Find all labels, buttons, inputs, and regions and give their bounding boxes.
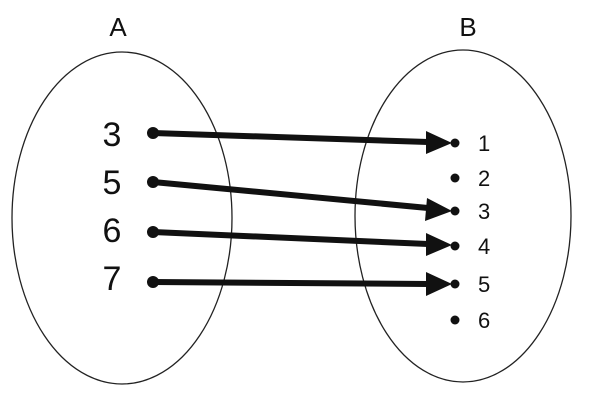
mapping-arrow	[152, 179, 452, 221]
set-b-dot	[450, 241, 460, 251]
mapping-arrow	[152, 272, 452, 296]
set-a-oval	[11, 51, 233, 385]
arrow-shaft	[152, 279, 429, 287]
mapping-arrow	[152, 130, 452, 154]
set-a-label: A	[109, 12, 127, 42]
arrow-shaft	[152, 179, 429, 211]
arrow-head	[425, 198, 452, 221]
set-a-element-label: 3	[103, 116, 122, 154]
set-b-element-label: 5	[478, 272, 490, 297]
set-b-element-label: 3	[478, 199, 490, 224]
set-b-dot	[450, 138, 460, 148]
set-a-element-label: 7	[103, 260, 122, 298]
set-b-element-label: 4	[478, 234, 490, 259]
set-b-dot	[450, 279, 460, 289]
set-b-element-label: 2	[478, 166, 490, 191]
set-b-element-label: 1	[478, 131, 490, 156]
arrow-head	[426, 131, 452, 154]
set-a-element-label: 5	[103, 164, 122, 202]
set-b-element-label: 6	[478, 308, 490, 333]
mapping-arrow	[152, 229, 452, 256]
set-b-dot	[450, 173, 460, 183]
set-b-dot	[450, 206, 460, 216]
set-a-element-label: 6	[103, 212, 122, 250]
set-b-dot	[450, 315, 460, 325]
arrow-shaft	[152, 229, 429, 247]
set-b-oval	[354, 49, 572, 383]
set-b-label: B	[459, 12, 476, 42]
arrow-shaft	[152, 130, 429, 145]
arrow-head	[426, 233, 452, 256]
arrow-head	[426, 272, 452, 296]
